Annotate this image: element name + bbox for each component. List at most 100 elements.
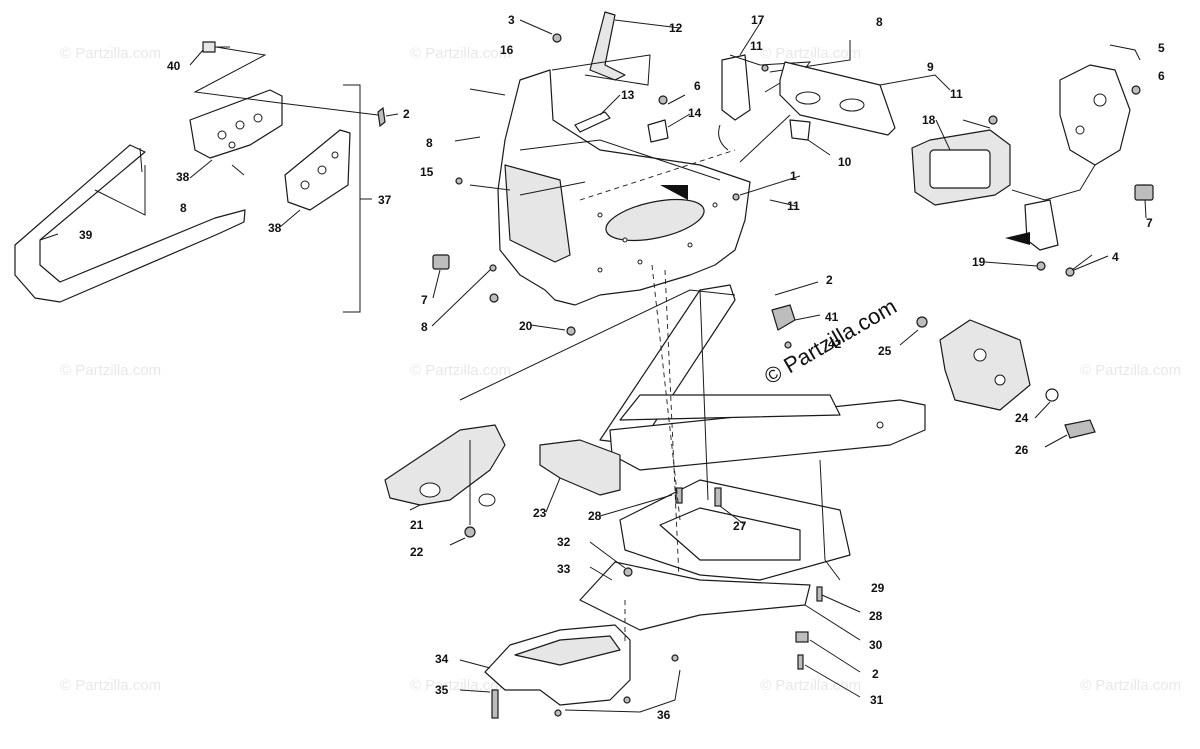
callout-3: 3 <box>508 13 515 27</box>
screw-31 <box>797 654 804 670</box>
watermark: © Partzilla.com <box>760 45 861 62</box>
lower-right-assembly <box>899 316 1096 448</box>
frame-member-23 <box>539 439 621 496</box>
watermark: © Partzilla.com <box>60 677 161 694</box>
bumper-7-b <box>1134 184 1154 201</box>
callout-40: 40 <box>167 59 181 73</box>
callout-5: 5 <box>1158 41 1165 55</box>
callout-26: 26 <box>1015 443 1029 457</box>
callout-24: 24 <box>1015 411 1029 425</box>
callout-36: 36 <box>657 708 671 722</box>
bumper-7 <box>432 254 450 270</box>
callout-11: 11 <box>950 87 963 101</box>
arrow-marker-b <box>1005 232 1030 245</box>
screw-42 <box>784 341 792 349</box>
callout-42: 42 <box>828 337 842 351</box>
screw-35 <box>491 689 499 719</box>
callout-8: 8 <box>426 136 433 150</box>
screw-28 <box>675 487 683 504</box>
bracket-17 <box>721 54 751 121</box>
callout-7: 7 <box>1146 216 1153 230</box>
lower-cover-assembly <box>459 541 861 719</box>
screw-36-c <box>623 696 631 704</box>
callout-2: 2 <box>872 667 879 681</box>
bracket-10 <box>789 119 811 141</box>
front-bulkhead-assembly <box>432 11 851 336</box>
screw-3 <box>552 33 562 43</box>
mount-assembly <box>384 424 506 546</box>
mount-21 <box>384 424 506 506</box>
nut-11-b <box>732 193 740 201</box>
callout-27: 27 <box>733 519 747 533</box>
callout-30: 30 <box>869 638 883 652</box>
clip-2 <box>377 106 386 128</box>
screw-36-b <box>554 709 562 717</box>
watermark: © Partzilla.com <box>410 362 511 379</box>
callout-32: 32 <box>557 535 571 549</box>
nut-11 <box>761 64 769 72</box>
washer-24 <box>1045 388 1059 402</box>
callout-28: 28 <box>869 609 883 623</box>
cover-33 <box>579 561 811 631</box>
upper-right-assembly <box>779 44 1154 277</box>
watermark: © Partzilla.com <box>410 45 511 62</box>
callout-16: 16 <box>500 43 514 57</box>
chassis-frame <box>459 264 926 601</box>
nut-11-c <box>988 115 998 125</box>
callout-34: 34 <box>435 652 449 666</box>
callout-19: 19 <box>972 255 986 269</box>
watermark-layer: © Partzilla.com © Partzilla.com © Partzi… <box>60 45 1181 694</box>
screw-20-b <box>566 326 576 336</box>
watermark: © Partzilla.com <box>410 677 511 694</box>
callout-10: 10 <box>838 155 852 169</box>
callout-1: 1 <box>790 169 797 183</box>
callout-29: 29 <box>871 581 885 595</box>
callout-18: 18 <box>922 113 936 127</box>
callout-8: 8 <box>180 201 187 215</box>
callout-38: 38 <box>176 170 190 184</box>
frame-bracket-right <box>939 319 1031 411</box>
callout-8: 8 <box>876 15 883 29</box>
watermark: © Partzilla.com <box>1080 362 1181 379</box>
nut-22 <box>464 526 476 538</box>
bracket-14 <box>647 119 669 143</box>
callout-9: 9 <box>927 60 934 74</box>
callout-35: 35 <box>435 683 449 697</box>
nut-6 <box>658 95 668 105</box>
callout-7: 7 <box>421 293 428 307</box>
callout-labels: 1 2 2 2 3 4 5 6 6 7 7 8 8 8 8 9 10 11 11… <box>79 13 1165 722</box>
bulkhead-oval <box>605 198 705 242</box>
callout-8: 8 <box>421 320 428 334</box>
plate-9 <box>779 61 896 136</box>
clip-2-c <box>795 631 809 643</box>
callout-22: 22 <box>410 545 424 559</box>
bulkhead-window <box>504 164 571 263</box>
callout-13: 13 <box>621 88 635 102</box>
callout-11: 11 <box>750 39 763 53</box>
callout-41: 41 <box>825 310 839 324</box>
callout-leaders <box>39 19 1147 526</box>
clip-32 <box>623 567 633 577</box>
callout-20: 20 <box>519 319 533 333</box>
watermark: © Partzilla.com <box>1080 677 1181 694</box>
screw-36 <box>671 654 679 662</box>
bracket-5 <box>1059 64 1131 166</box>
callout-31: 31 <box>870 693 884 707</box>
watermark: © Partzilla.com <box>760 677 861 694</box>
watermark: © Partzilla.com <box>60 362 161 379</box>
frame-deck <box>619 394 841 421</box>
callout-14: 14 <box>688 106 702 120</box>
screw-27 <box>714 487 722 507</box>
strip-13 <box>574 111 611 133</box>
screw-20 <box>489 293 499 303</box>
screw-19 <box>1036 261 1046 271</box>
pan-inner <box>659 507 801 561</box>
callout-28: 28 <box>588 509 602 523</box>
bolt-26 <box>1064 419 1096 439</box>
screw-8-b <box>489 264 497 272</box>
callout-2: 2 <box>826 273 833 287</box>
nut-25 <box>916 316 928 328</box>
callout-39: 39 <box>79 228 93 242</box>
callout-23: 23 <box>533 506 547 520</box>
